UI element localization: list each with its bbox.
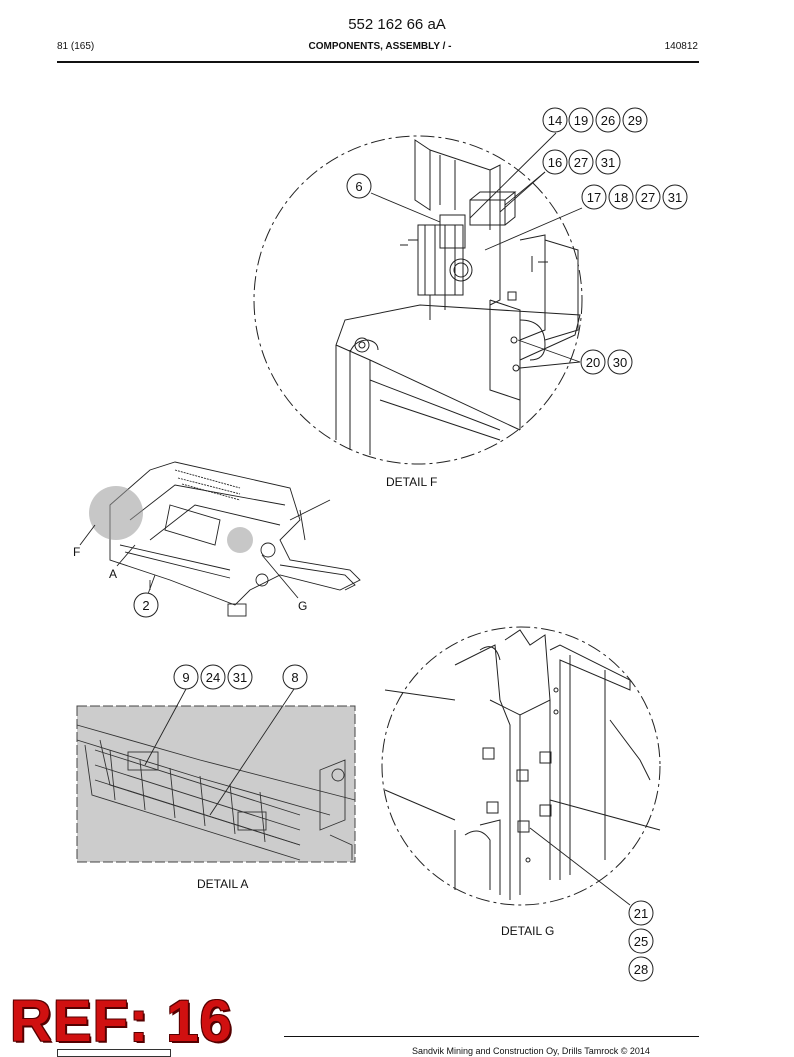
callout-a-9-label: 9 [182,670,189,685]
callout-f-27b-label: 27 [641,190,655,205]
document-date: 140812 [664,41,698,52]
callout-f-20-label: 20 [586,355,600,370]
ref-stamp: REF: 16 [10,989,233,1054]
callout-f-17 [581,184,607,210]
callout-f-30-label: 30 [613,355,627,370]
callout-overview-2 [133,592,159,618]
overview-drawing [109,461,361,617]
callout-f-6 [346,173,372,199]
detail-g-caption: DETAIL G [501,924,555,938]
page-number: 81 (165) [57,41,95,52]
callout-f-26-label: 26 [601,113,615,128]
detail-g-drawing [381,626,661,906]
overview-letter-f: F [73,545,80,559]
callout-f-17-label: 17 [587,190,601,205]
detail-a-leaders [144,688,295,816]
document-number: 552 162 66 aA [348,16,446,33]
callout-f-20 [580,349,606,375]
detail-f-caption: DETAIL F [386,475,438,489]
callout-f-29-label: 29 [628,113,642,128]
bolt-g-3 [539,751,552,764]
detail-f-boundary [253,135,583,465]
bolt-g-5 [539,804,552,817]
callout-f-19-label: 19 [574,113,588,128]
header-divider [57,61,699,63]
footer-divider [284,1036,699,1037]
callout-f-6-label: 6 [355,179,362,194]
callout-a-24 [200,664,226,690]
callout-a-24-label: 24 [206,670,220,685]
callout-a-31-label: 31 [233,670,247,685]
detail-a-boundary [76,705,356,863]
overview-leaders [79,524,299,599]
overview-detail-g-marker [227,527,253,553]
callout-f-18-label: 18 [614,190,628,205]
callout-f-29 [622,107,648,133]
callout-f-27b [635,184,661,210]
callout-f-27a-label: 27 [574,155,588,170]
footer-logo [57,1049,171,1057]
callout-a-31 [227,664,253,690]
overview-letter-a: A [109,567,117,581]
callout-f-18 [608,184,634,210]
callout-g-21 [628,900,654,926]
callout-f-27a [568,149,594,175]
detail-f-drawing [253,135,583,465]
footer-copyright: Sandvik Mining and Construction Oy, Dril… [412,1046,650,1056]
callout-f-14-label: 14 [548,113,562,128]
callout-f-26 [595,107,621,133]
callout-g-28-label: 28 [634,962,648,977]
callout-g-25-label: 25 [634,934,648,949]
section-title: COMPONENTS, ASSEMBLY / - [308,41,452,52]
callout-f-19 [568,107,594,133]
callout-f-16 [542,149,568,175]
detail-f-leaders [370,132,583,369]
callout-a-9 [173,664,199,690]
callout-g-28 [628,956,654,982]
callout-f-14 [542,107,568,133]
callout-f-31b-label: 31 [668,190,682,205]
callout-f-16-label: 16 [548,155,562,170]
callout-f-30 [607,349,633,375]
detail-a-drawing [76,705,356,863]
callout-g-21-label: 21 [634,906,648,921]
callout-a-8-label: 8 [291,670,298,685]
bolt-g-1 [482,747,495,760]
bolt-g-2 [516,769,529,782]
callout-a-8 [282,664,308,690]
callout-f-31b [662,184,688,210]
callout-f-31a-label: 31 [601,155,615,170]
callout-f-31a [595,149,621,175]
bolt-g-4 [486,801,499,814]
overview-letter-g: G [298,599,307,613]
detail-a-caption: DETAIL A [197,877,249,891]
callout-overview-2-label: 2 [142,598,149,613]
detail-g-boundary [381,626,661,906]
detail-g-leaders [529,827,631,906]
bolt-g-6 [517,820,530,833]
overview-detail-f-marker [89,486,143,540]
callout-g-25 [628,928,654,954]
